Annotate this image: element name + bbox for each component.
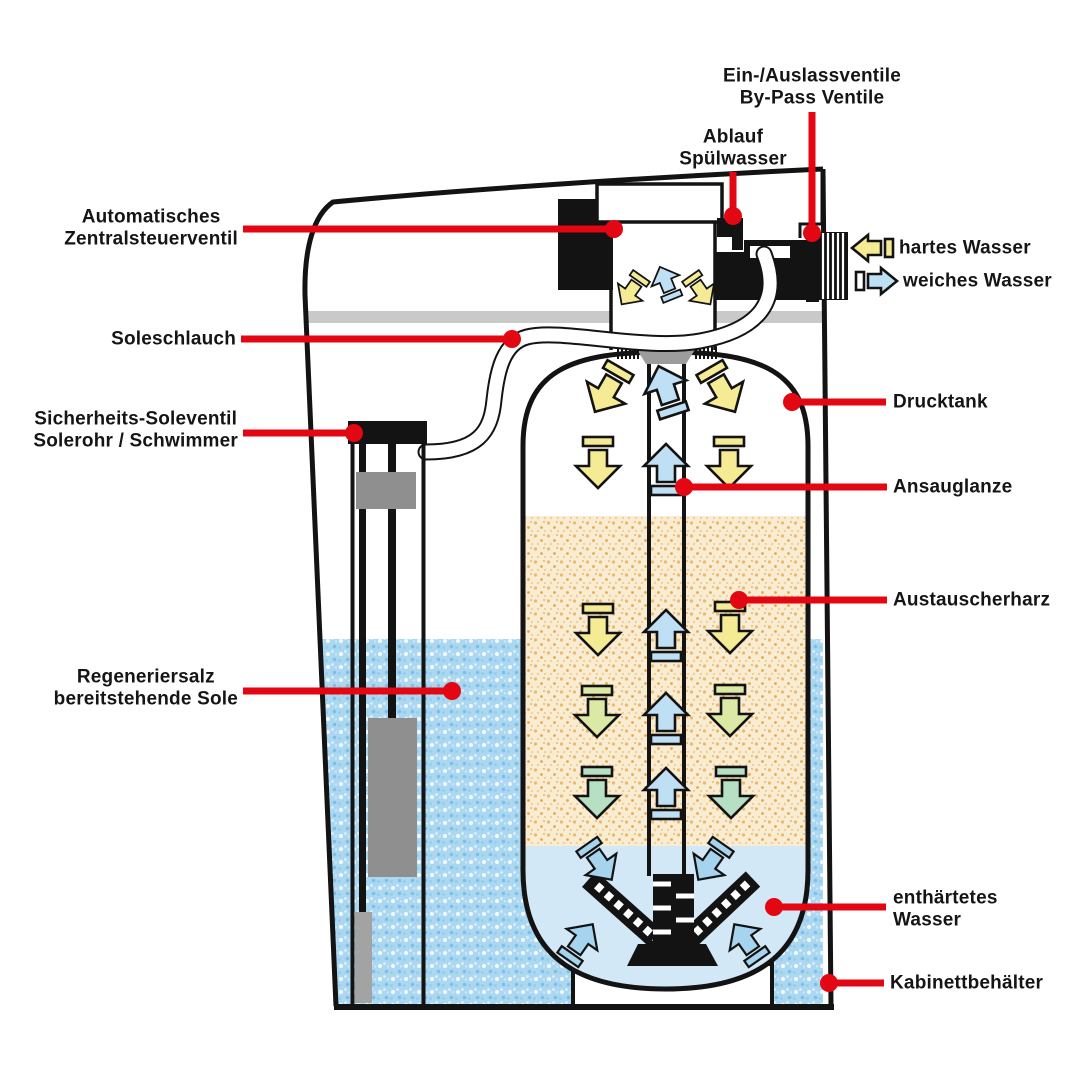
label-inlet-outlet: Ein-/Auslassventile By-Pass Ventile [723, 66, 901, 109]
label-suction-lance: Ansauglanze [893, 476, 1013, 498]
tank-outline [520, 349, 811, 992]
label-cabinet: Kabinettbehälter [890, 972, 1044, 994]
controller-head [595, 182, 724, 224]
callout-lines [241, 112, 887, 987]
float-upper [356, 472, 416, 509]
pressure-tank [520, 349, 811, 992]
label-softened-water: enthärtetes Wasser [893, 888, 998, 931]
label-drain-line2: Spülwasser [679, 148, 787, 169]
label-inlet-outlet-line2: By-Pass Ventile [739, 87, 885, 108]
bottom-distributor [582, 871, 761, 966]
port-arrows [849, 232, 900, 297]
label-hard-water: hartes Wasser [899, 237, 1031, 259]
label-softened-water-line2: Wasser [893, 909, 962, 930]
control-valve-assembly [558, 170, 848, 302]
label-salt: Regeneriersalz bereitstehende Sole [54, 667, 238, 710]
bypass-connector [819, 232, 848, 300]
float-rod [388, 444, 396, 720]
label-softened-water-line1: enthärtetes [893, 887, 998, 909]
brine-pipe [359, 444, 366, 912]
label-safety-valve: Sicherheits-Soleventil Solerohr / Schwim… [33, 409, 238, 452]
bypass-neck [806, 228, 819, 302]
label-drain-line1: Ablauf [702, 126, 764, 148]
label-safety-valve-line2: Solerohr / Schwimmer [33, 430, 238, 451]
label-pressure-tank: Drucktank [893, 391, 988, 413]
float-body [368, 718, 417, 877]
hard-water-inlet-arrow [849, 232, 883, 264]
brine-well [348, 421, 427, 1004]
safety-brine-valve [348, 421, 427, 444]
label-brine-hose: Soleschlauch [111, 328, 236, 350]
label-safety-valve-line1: Sicherheits-Soleventil [34, 408, 238, 430]
label-resin: Austauscherharz [893, 589, 1051, 611]
soft-water-outlet-arrow [866, 265, 900, 297]
cabinet-outline [302, 166, 834, 1010]
label-drain: Ablauf Spülwasser [679, 127, 787, 170]
label-soft-water: weiches Wasser [903, 270, 1052, 292]
drain-fitting [717, 218, 743, 250]
label-control-valve: Automatisches Zentralsteuerventil [64, 207, 238, 250]
brine-pickup-filter [355, 912, 372, 1003]
brine-hose [417, 245, 779, 461]
label-salt-line2: bereitstehende Sole [53, 688, 238, 709]
label-salt-line1: Regeneriersalz [76, 666, 215, 688]
callout-dots [345, 207, 838, 992]
label-inlet-outlet-line1: Ein-/Auslassventile [722, 65, 902, 87]
label-control-valve-line2: Zentralsteuerventil [64, 228, 238, 249]
label-control-valve-line1: Automatisches [81, 206, 221, 228]
tank-neck [617, 347, 717, 364]
